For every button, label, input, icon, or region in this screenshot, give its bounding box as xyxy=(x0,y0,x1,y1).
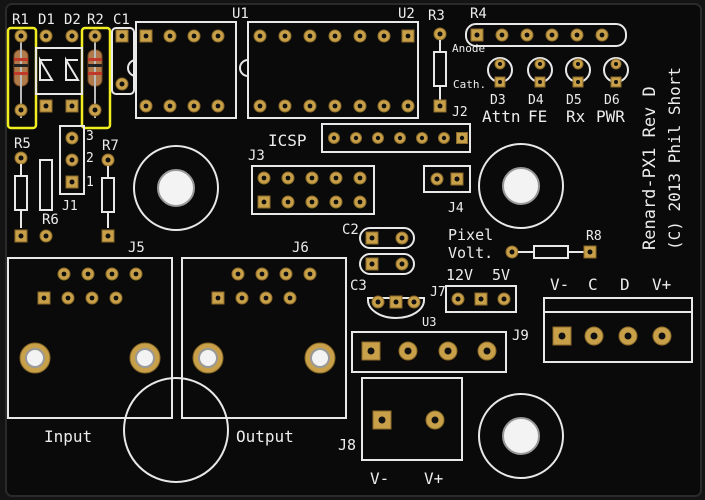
r8-label: R8 xyxy=(586,229,602,244)
j3-header-outline xyxy=(251,165,375,215)
j6-label: J6 xyxy=(292,240,309,256)
c3-label: C3 xyxy=(350,278,367,294)
r5-resistor xyxy=(14,151,28,243)
c-label: C xyxy=(588,275,598,294)
j8-outline xyxy=(361,377,463,461)
mount-hole-left xyxy=(157,169,195,207)
j9-outline xyxy=(351,331,507,373)
mount-ring-bottom xyxy=(478,393,564,479)
r3-resistor xyxy=(433,27,447,113)
j4-outline xyxy=(423,165,471,193)
mount-ring-left xyxy=(133,145,219,231)
r1-label: R1 xyxy=(12,12,29,28)
d6-label: D6 xyxy=(604,93,620,108)
terminal-block-outline xyxy=(543,297,693,363)
j8-label: J8 xyxy=(338,436,356,454)
vminus-label: V- xyxy=(550,275,569,294)
u2-label: U2 xyxy=(398,6,415,22)
5v-label: 5V xyxy=(492,266,510,284)
d1-label: D1 xyxy=(38,12,55,28)
j5-label: J5 xyxy=(128,240,145,256)
u2-dip14 xyxy=(239,21,419,119)
board-title: Renard-PX1 Rev D xyxy=(640,86,660,250)
d2-label: D2 xyxy=(64,12,81,28)
j1-pin1: 1 xyxy=(86,175,94,190)
r8-resistor xyxy=(505,245,597,259)
icsp-header-outline xyxy=(321,123,471,153)
c2-outline-top xyxy=(359,227,415,249)
d4-label: D4 xyxy=(528,93,544,108)
u3-outline xyxy=(367,297,425,319)
j5-outline xyxy=(7,257,173,419)
r7-label: R7 xyxy=(102,138,119,154)
d3-label: D3 xyxy=(490,93,506,108)
vplus-label: V+ xyxy=(652,275,671,294)
r1-d1-d2-r2-block xyxy=(6,26,112,130)
mount-ring-right xyxy=(478,143,564,229)
r6-label: R6 xyxy=(42,212,59,228)
fe-label: FE xyxy=(528,107,547,126)
r3-label: R3 xyxy=(428,8,445,24)
u1-label: U1 xyxy=(232,6,249,22)
r4-resistor-network xyxy=(465,23,627,47)
j7-outline xyxy=(445,285,517,313)
r7-resistor xyxy=(101,153,115,243)
j2-label: J2 xyxy=(452,105,468,120)
c2-label: C2 xyxy=(342,222,359,238)
12v-label: 12V xyxy=(446,266,473,284)
cathode-label: Cath. xyxy=(453,78,486,91)
u3-label: U3 xyxy=(422,315,436,329)
d2-symbol xyxy=(65,56,80,81)
j3-label: J3 xyxy=(248,148,265,164)
attn-label: Attn xyxy=(482,107,521,126)
pwr-label: PWR xyxy=(596,107,625,126)
c1-label: C1 xyxy=(113,12,130,28)
j1-pin2: 2 xyxy=(86,151,94,166)
r5-label: R5 xyxy=(14,136,31,152)
j5-j6-mount-ring xyxy=(123,377,229,483)
r2-label: R2 xyxy=(87,12,104,28)
j8-vminus-label: V- xyxy=(370,469,389,488)
d5-label: D5 xyxy=(566,93,582,108)
r6-resistor xyxy=(39,159,53,243)
volt-label: Volt. xyxy=(448,244,493,262)
mount-hole-bottom xyxy=(502,417,540,455)
board-copyright: (C) 2013 Phil Short xyxy=(665,67,684,250)
j1-pin3: 3 xyxy=(86,129,94,144)
j1-header xyxy=(59,125,85,195)
rx-label: Rx xyxy=(566,107,586,126)
j8-vplus-label: V+ xyxy=(424,469,443,488)
input-label: Input xyxy=(44,427,92,446)
d-label: D xyxy=(620,275,630,294)
j7-label: J7 xyxy=(430,285,446,300)
j9-label: J9 xyxy=(512,328,529,344)
j6-outline xyxy=(181,257,347,419)
output-label: Output xyxy=(236,427,294,446)
mount-hole-right xyxy=(502,167,540,205)
u1-dip8 xyxy=(127,21,237,119)
pixel-label: Pixel xyxy=(448,226,493,244)
r4-label: R4 xyxy=(470,6,487,22)
j1-label: J1 xyxy=(62,199,78,214)
d1-symbol xyxy=(39,56,54,81)
c2-outline-bottom xyxy=(359,253,415,275)
j4-label: J4 xyxy=(448,201,464,216)
icsp-label: ICSP xyxy=(268,131,307,150)
